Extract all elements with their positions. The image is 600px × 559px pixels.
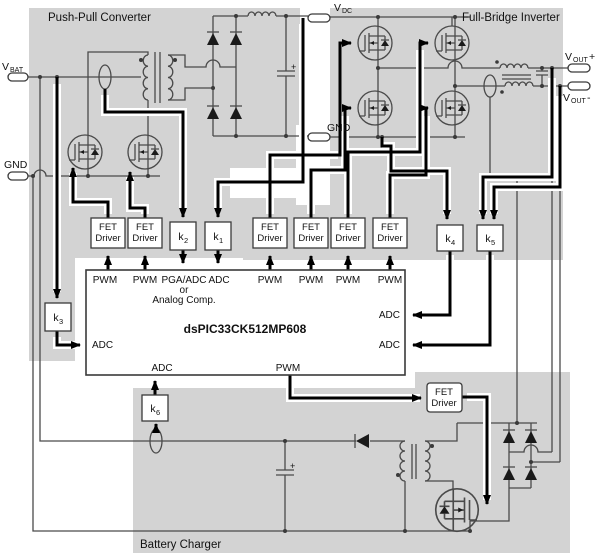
- svg-text:FET: FET: [261, 222, 279, 233]
- full-bridge-label: Full-Bridge Inverter: [462, 12, 560, 24]
- battery-charger-label: Battery Charger: [140, 539, 221, 551]
- vout-plus-terminal: [567, 63, 591, 73]
- pin-pwm-4: PWM: [299, 275, 323, 286]
- components: [67, 11, 548, 533]
- svg-text:3: 3: [59, 317, 63, 326]
- fet-driver-3: [252, 217, 288, 249]
- pin-pwm-2: PWM: [133, 275, 157, 286]
- svg-text:1: 1: [219, 236, 223, 245]
- svg-text:4: 4: [451, 238, 455, 247]
- svg-text:6: 6: [156, 408, 160, 417]
- k3-block: [44, 302, 72, 332]
- vbat-terminal: [7, 72, 29, 82]
- signal-arrows: [53, 18, 562, 505]
- k2-label: k: [178, 231, 184, 243]
- pin-adc-right-2: ADC: [379, 340, 400, 351]
- cap-plus-pp: +: [291, 62, 296, 72]
- vbat-label: V: [2, 61, 9, 73]
- gnd-left-label: GND: [4, 159, 28, 171]
- fet-driver-charger: [426, 382, 463, 413]
- vout-minus-terminal: [567, 81, 591, 91]
- k1-block: [204, 221, 232, 251]
- charger-output-diode: [354, 434, 369, 448]
- svg-text:FET: FET: [302, 222, 320, 233]
- fet-driver-5: [330, 217, 366, 249]
- k3-label: k: [53, 312, 59, 324]
- blocks: [7, 13, 591, 422]
- svg-text:Driver: Driver: [95, 233, 120, 244]
- k5-label: k: [485, 233, 491, 245]
- svg-text:-: -: [587, 92, 591, 104]
- svg-text:Analog Comp.: Analog Comp.: [152, 295, 215, 306]
- vout-plus-label: V: [565, 51, 572, 63]
- gnd-left-terminal: [7, 171, 29, 181]
- pin-pwm-5: PWM: [336, 275, 360, 286]
- pin-adc-bottom: ADC: [151, 363, 172, 374]
- svg-text:5: 5: [491, 238, 495, 247]
- fet-driver-2: [127, 217, 163, 249]
- junction-dots: [31, 14, 562, 533]
- pin-pwm-bottom: PWM: [276, 363, 300, 374]
- svg-text:OUT: OUT: [571, 98, 587, 105]
- fet-driver-6: [372, 217, 408, 249]
- svg-text:Driver: Driver: [377, 233, 402, 244]
- pin-adc-left: ADC: [92, 340, 113, 351]
- k1-label: k: [213, 231, 219, 243]
- gnd-mid-label: GND: [327, 122, 351, 134]
- labels: Push-Pull Converter Full-Bridge Inverter…: [2, 2, 595, 551]
- battery-capacitor-icon: [276, 469, 294, 476]
- current-sensor-inverter: [483, 74, 497, 98]
- cap-plus-charger: +: [290, 461, 295, 471]
- chip-name: dsPIC33CK512MP608: [184, 322, 307, 336]
- svg-text:Driver: Driver: [335, 233, 360, 244]
- svg-text:FET: FET: [339, 222, 357, 233]
- svg-text:Driver: Driver: [431, 398, 456, 409]
- k5-block: [476, 224, 504, 252]
- k2-block: [169, 221, 197, 251]
- pin-pwm-6: PWM: [378, 275, 402, 286]
- capacitor-icon: [277, 70, 295, 77]
- charger-transformer: [396, 440, 434, 482]
- svg-text:or: or: [180, 285, 190, 296]
- svg-text:+: +: [589, 51, 595, 63]
- k4-block: [436, 224, 464, 252]
- svg-text:FET: FET: [136, 222, 154, 233]
- svg-text:BAT: BAT: [10, 67, 24, 74]
- k6-label: k: [150, 403, 156, 415]
- inductor-icon: [247, 11, 277, 17]
- push-pull-label: Push-Pull Converter: [48, 12, 151, 24]
- svg-text:OUT: OUT: [573, 57, 589, 64]
- svg-text:FET: FET: [435, 387, 453, 398]
- svg-text:2: 2: [184, 236, 188, 245]
- pin-pga-adc: PGA/ADC: [161, 275, 206, 286]
- svg-text:DC: DC: [342, 8, 352, 15]
- pin-adc-top: ADC: [208, 275, 229, 286]
- vout-minus-label: V: [563, 92, 570, 104]
- pin-pwm-3: PWM: [258, 275, 282, 286]
- svg-text:FET: FET: [99, 222, 117, 233]
- k6-block: [141, 394, 169, 422]
- pin-pwm-1: PWM: [93, 275, 117, 286]
- svg-text:Driver: Driver: [257, 233, 282, 244]
- vdc-label: V: [334, 2, 341, 14]
- pin-adc-right-1: ADC: [379, 310, 400, 321]
- vdc-terminal: [307, 13, 331, 23]
- battery-charger-region: [133, 388, 570, 553]
- k4-label: k: [445, 233, 451, 245]
- output-filter: [495, 60, 548, 94]
- dspic-chip: [85, 269, 406, 376]
- gnd-mid-terminal: [307, 132, 331, 142]
- svg-text:FET: FET: [381, 222, 399, 233]
- svg-text:Driver: Driver: [132, 233, 157, 244]
- push-pull-transformer: [139, 52, 177, 103]
- fet-driver-4: [293, 217, 329, 249]
- wiring: [28, 15, 568, 532]
- fet-driver-1: [90, 217, 126, 249]
- svg-text:Driver: Driver: [298, 233, 323, 244]
